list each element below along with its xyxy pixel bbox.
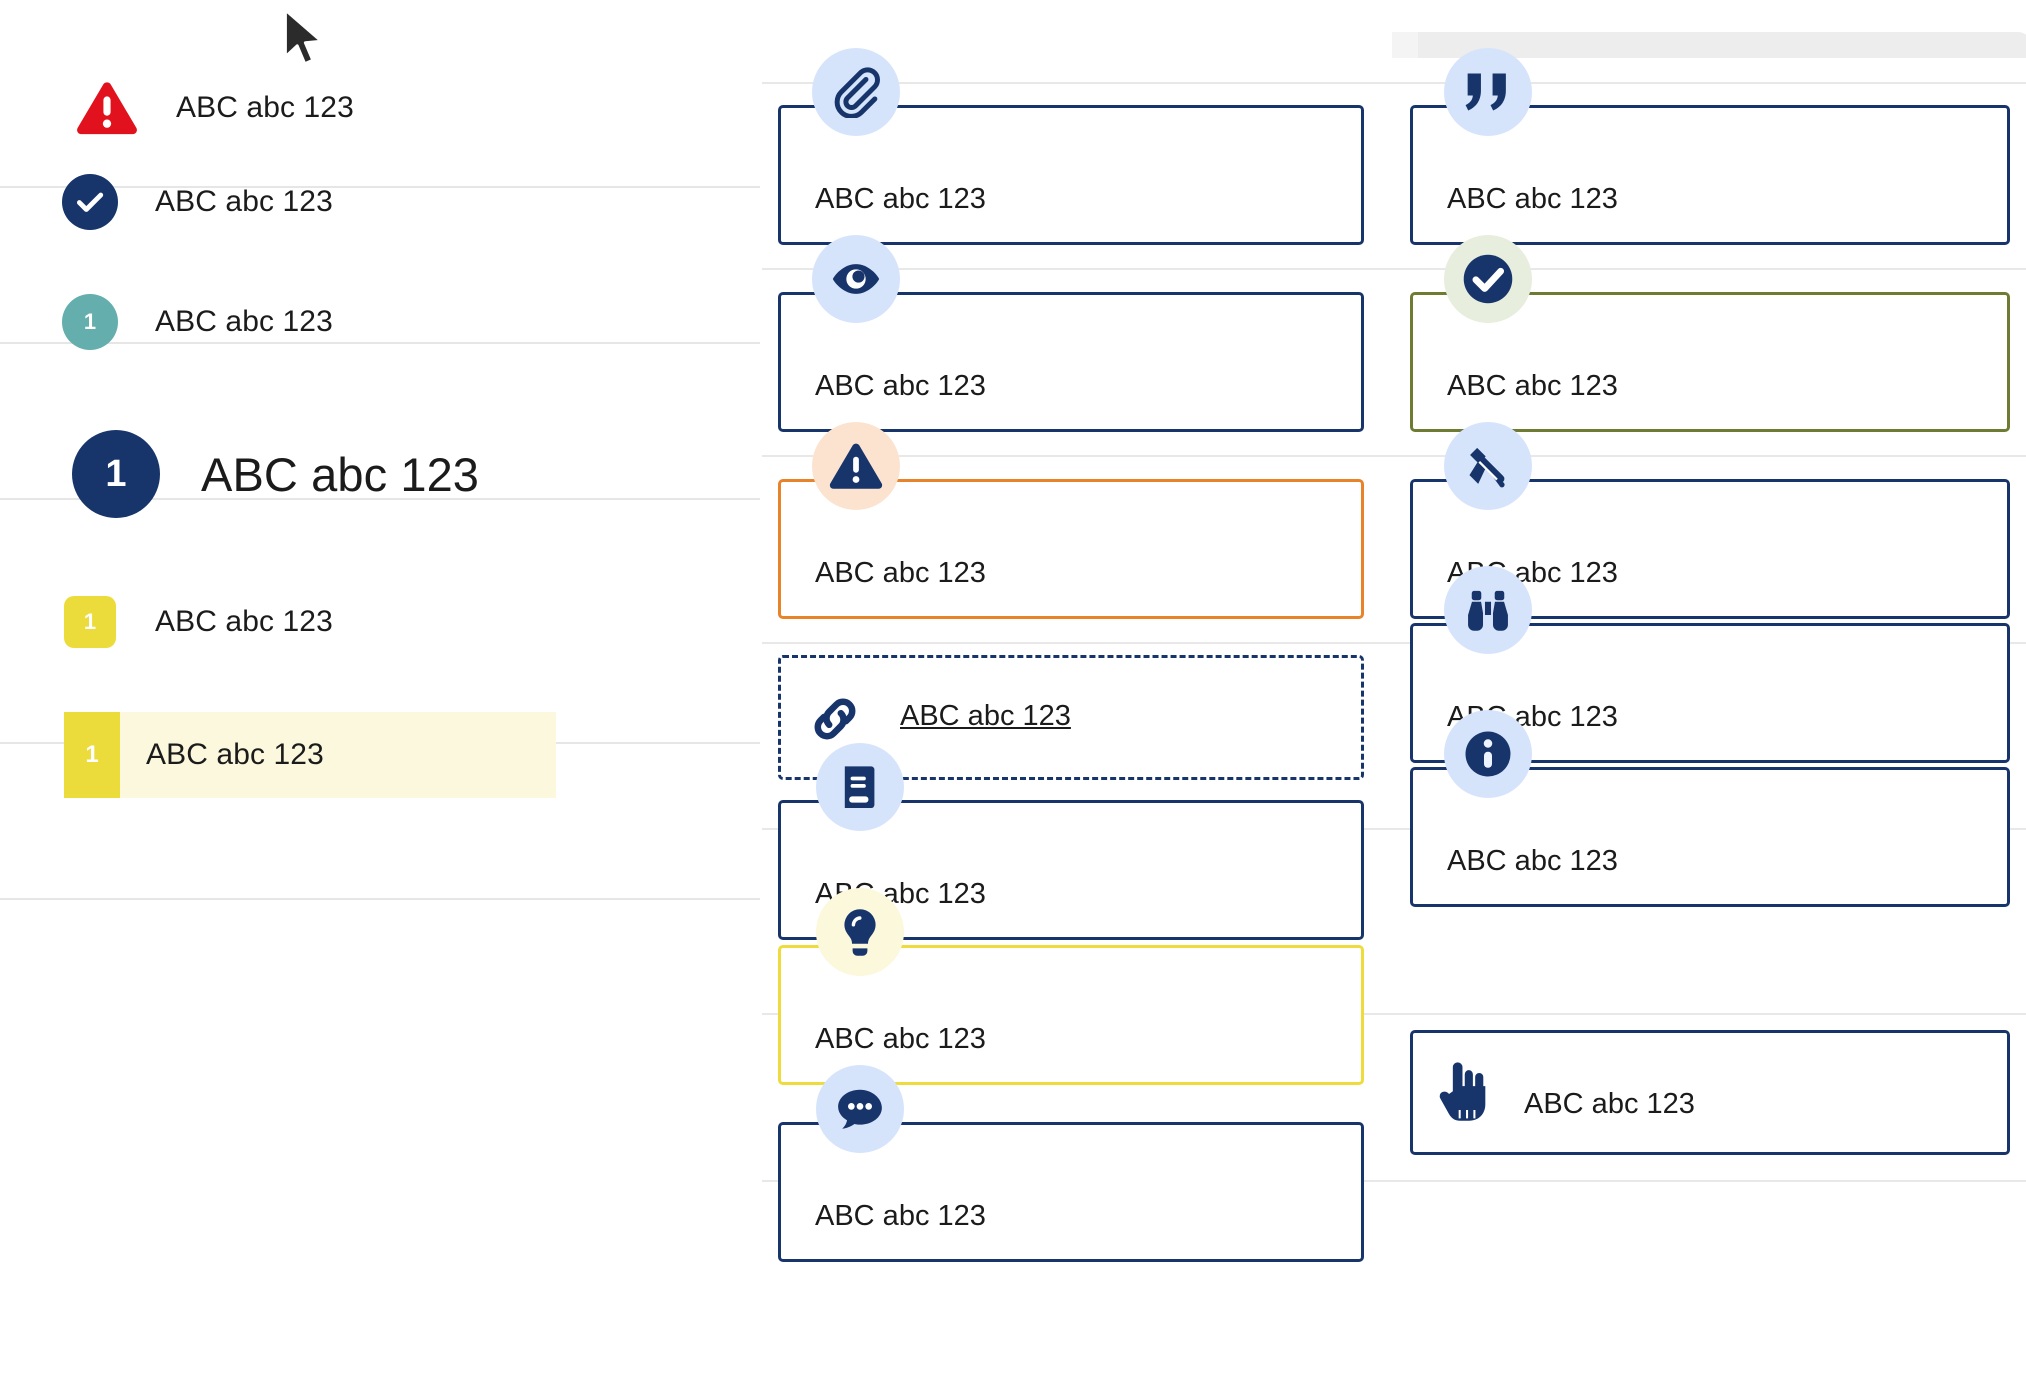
card-action[interactable] <box>1410 1030 2010 1155</box>
background-rule <box>762 82 2026 84</box>
warning-triangle-icon <box>77 82 137 135</box>
background-rule <box>762 642 2026 644</box>
binoculars-icon <box>1444 566 1532 654</box>
number-badge-value: 1 <box>83 609 97 634</box>
list-item-label: ABC abc 123 <box>176 91 354 124</box>
list-item-yellow-number[interactable]: 1 ABC abc 123 <box>64 596 333 648</box>
check-glyph <box>76 192 104 212</box>
check-circle-icon <box>1444 235 1532 323</box>
card-label: ABC abc 123 <box>815 1200 986 1232</box>
chain-link-glyph <box>814 698 856 740</box>
paperclip-icon <box>812 48 900 136</box>
check-circle-icon <box>62 174 118 230</box>
left-list-panel: ABC abc 123 ABC abc 123 1 ABC abc 123 1 … <box>0 0 760 1392</box>
warning-triangle-glyph <box>829 443 883 489</box>
list-item-error[interactable]: ABC abc 123 <box>76 80 354 136</box>
list-divider <box>0 186 760 188</box>
pencil-icon <box>1444 422 1532 510</box>
number-badge-value: 1 <box>83 309 97 334</box>
card-label: ABC abc 123 <box>815 183 986 215</box>
list-divider <box>0 498 760 500</box>
list-item-label: ABC abc 123 <box>201 447 480 501</box>
eye-glyph <box>832 264 880 294</box>
list-item-teal-number[interactable]: 1 ABC abc 123 <box>62 294 333 350</box>
card-quote[interactable]: ABC abc 123 <box>1410 105 2010 245</box>
list-item-primary-number[interactable]: 1 ABC abc 123 <box>72 430 479 518</box>
card-label: ABC abc 123 <box>1447 370 1618 402</box>
chat-bubble-icon <box>816 1065 904 1153</box>
list-item-success[interactable]: ABC abc 123 <box>62 174 333 230</box>
background-rule <box>762 268 2026 270</box>
pointing-hand-icon <box>1436 1058 1492 1129</box>
list-item-label: ABC abc 123 <box>155 305 333 338</box>
number-badge-circle: 1 <box>62 294 118 350</box>
info-circle-glyph <box>1465 731 1511 777</box>
list-divider <box>0 898 760 900</box>
warning-icon <box>812 422 900 510</box>
book-icon <box>816 743 904 831</box>
list-divider <box>0 342 760 344</box>
card-label: ABC abc 123 <box>815 1023 986 1055</box>
card-label: ABC abc 123 <box>1447 845 1618 877</box>
book-glyph <box>844 766 875 808</box>
card-link-label[interactable]: ABC abc 123 <box>900 700 1071 732</box>
list-item-label: ABC abc 123 <box>155 185 333 218</box>
eye-icon <box>812 235 900 323</box>
background-rule <box>762 828 2026 830</box>
number-badge-value: 1 <box>85 741 99 768</box>
number-badge-circle-large: 1 <box>72 430 160 518</box>
paperclip-glyph <box>834 67 880 118</box>
chat-bubble-glyph <box>838 1089 882 1129</box>
link-icon <box>806 690 864 753</box>
mouse-cursor <box>283 8 329 75</box>
list-item-highlighted[interactable]: 1 ABC abc 123 <box>64 712 556 798</box>
card-label: ABC abc 123 <box>815 557 986 589</box>
card-label: ABC abc 123 <box>1447 183 1618 215</box>
check-circle-glyph <box>1463 254 1513 304</box>
pencil-glyph <box>1469 447 1505 488</box>
list-item-label: ABC abc 123 <box>155 605 333 638</box>
cursor-arrow-icon <box>283 8 323 66</box>
binoculars-glyph <box>1468 590 1508 631</box>
list-item-label: ABC abc 123 <box>146 738 324 771</box>
number-badge-square: 1 <box>64 596 116 648</box>
number-badge-value: 1 <box>105 452 127 495</box>
lightbulb-icon <box>816 888 904 976</box>
pointing-hand-glyph <box>1439 1062 1486 1121</box>
number-badge-tab: 1 <box>64 712 120 798</box>
card-label: ABC abc 123 <box>815 370 986 402</box>
background-rule <box>762 1013 2026 1015</box>
info-icon <box>1444 710 1532 798</box>
lightbulb-glyph <box>844 909 876 956</box>
background-rule <box>762 455 2026 457</box>
background-rule <box>762 1180 2026 1182</box>
quote-glyph <box>1465 73 1506 111</box>
quote-icon <box>1444 48 1532 136</box>
card-action-label: ABC abc 123 <box>1524 1088 1695 1120</box>
